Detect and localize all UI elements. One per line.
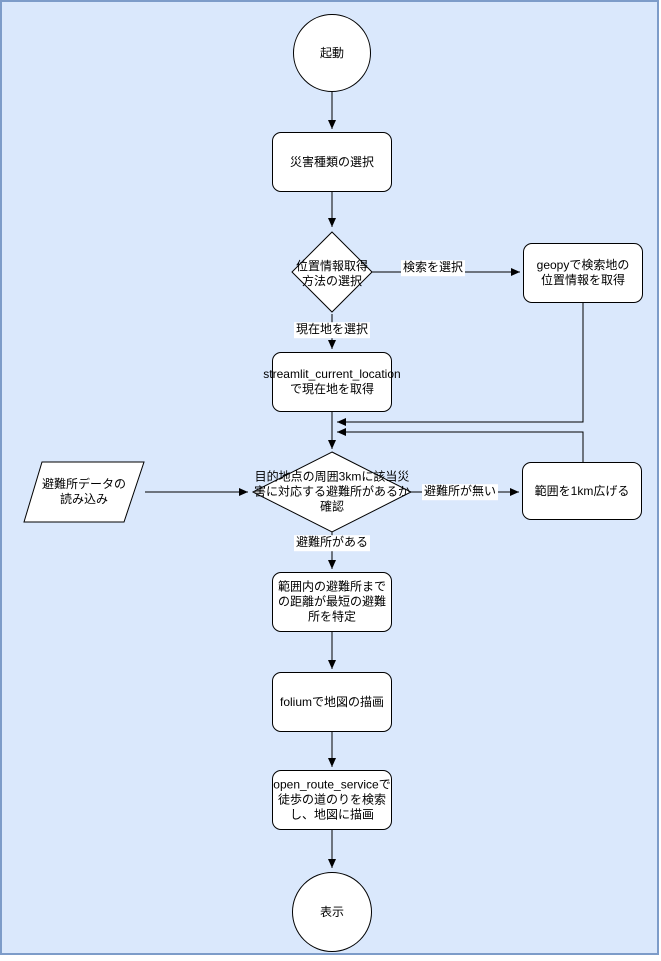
geopy-node: geopyで検索地の 位置情報を取得 <box>523 243 643 303</box>
streamlit-node: streamlit_current_location で現在地を取得 <box>263 352 401 412</box>
select-disaster-node: 災害種類の選択 <box>272 132 392 192</box>
expand-range-node: 範囲を1km広げる <box>522 462 642 520</box>
edge-label-search-selected: 検索を選択 <box>400 260 466 276</box>
shelter-data-parallelogram <box>23 461 145 523</box>
edge-label-no-shelter: 避難所が無い <box>421 484 499 500</box>
folium-label: foliumで地図の描画 <box>279 694 384 709</box>
start-node-label: 起動 <box>319 45 344 60</box>
open-route-label: open_route_serviceで 徒歩の道のりを検索 し、地図に描画 <box>273 777 391 822</box>
shelter-check-label: 目的地点の周囲3kmに該当災 害に対応する避難所があるか 確認 <box>253 469 411 514</box>
nearest-shelter-label: 範囲内の避難所まで の距離が最短の避難 所を特定 <box>277 579 387 624</box>
shelter-check-diamond <box>251 451 413 533</box>
select-disaster-label: 災害種類の選択 <box>289 154 374 169</box>
location-method-diamond <box>291 231 373 313</box>
display-node: 表示 <box>292 872 372 952</box>
edge-label-has-shelter: 避難所がある <box>293 535 371 551</box>
shelter-data-label: 避難所データの 読み込み <box>41 477 127 506</box>
open-route-node: open_route_serviceで 徒歩の道のりを検索 し、地図に描画 <box>272 770 392 830</box>
location-method-label: 位置情報取得 方法の選択 <box>295 259 369 288</box>
streamlit-label: streamlit_current_location で現在地を取得 <box>263 367 401 396</box>
expand-range-label: 範囲を1km広げる <box>534 483 630 498</box>
edge-label-current-selected: 現在地を選択 <box>293 322 371 338</box>
start-node: 起動 <box>293 14 371 92</box>
folium-node: foliumで地図の描画 <box>272 672 392 732</box>
nearest-shelter-node: 範囲内の避難所まで の距離が最短の避難 所を特定 <box>272 572 392 632</box>
display-node-label: 表示 <box>319 904 344 919</box>
geopy-label: geopyで検索地の 位置情報を取得 <box>536 258 630 287</box>
